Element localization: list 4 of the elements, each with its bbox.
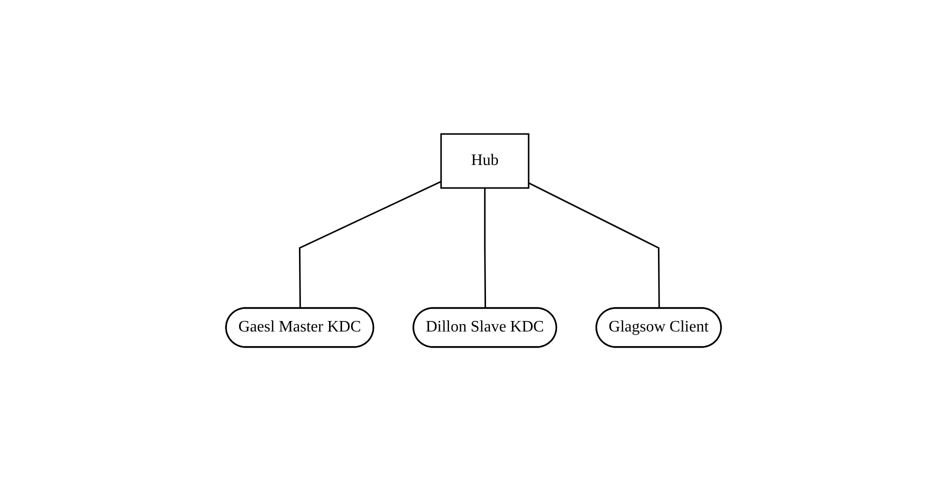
node-box: Hub xyxy=(440,133,530,189)
connector xyxy=(298,180,442,308)
connector xyxy=(528,182,660,308)
connector xyxy=(484,188,486,308)
